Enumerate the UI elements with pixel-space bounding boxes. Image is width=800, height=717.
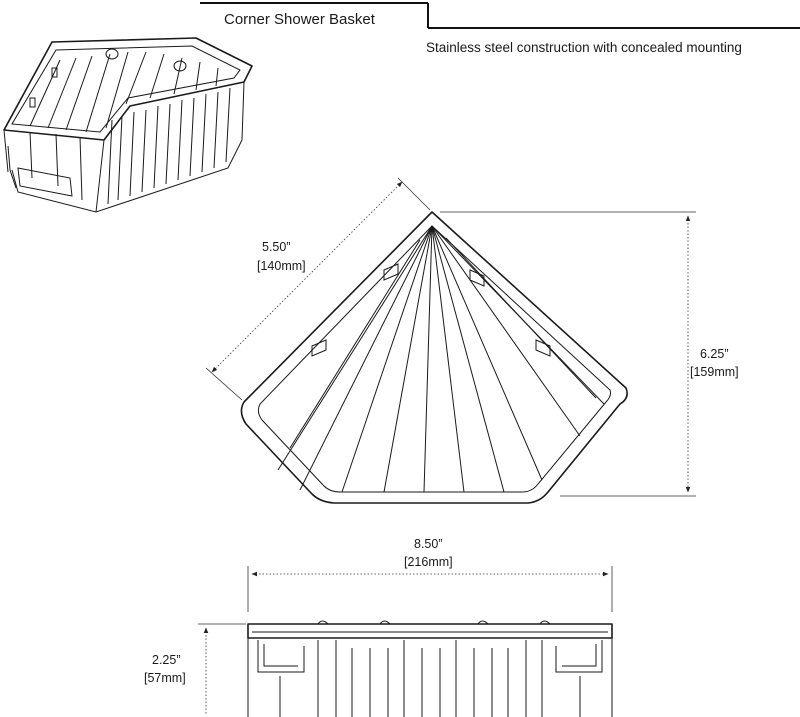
dimension-height — [198, 623, 246, 714]
dim-side-mm: [140mm] — [257, 259, 306, 273]
dim-width-inches: 8.50” — [414, 537, 443, 551]
dim-depth-mm: [159mm] — [690, 365, 739, 379]
dim-height-inches: 2.25” — [152, 653, 181, 667]
dim-depth-inches: 6.25” — [700, 347, 729, 361]
page-title: Corner Shower Basket — [224, 11, 376, 28]
dimension-width — [247, 566, 613, 612]
page-subtitle: Stainless steel construction with concea… — [426, 40, 742, 55]
dimension-side — [205, 177, 431, 401]
dimension-depth — [440, 211, 696, 497]
dim-height-mm: [57mm] — [144, 671, 186, 685]
front-view — [247, 620, 613, 717]
isometric-view — [3, 37, 253, 213]
title-frame — [200, 2, 800, 29]
plan-view — [240, 211, 628, 504]
dim-side-inches: 5.50” — [262, 240, 291, 254]
dim-width-mm: [216mm] — [404, 555, 453, 569]
